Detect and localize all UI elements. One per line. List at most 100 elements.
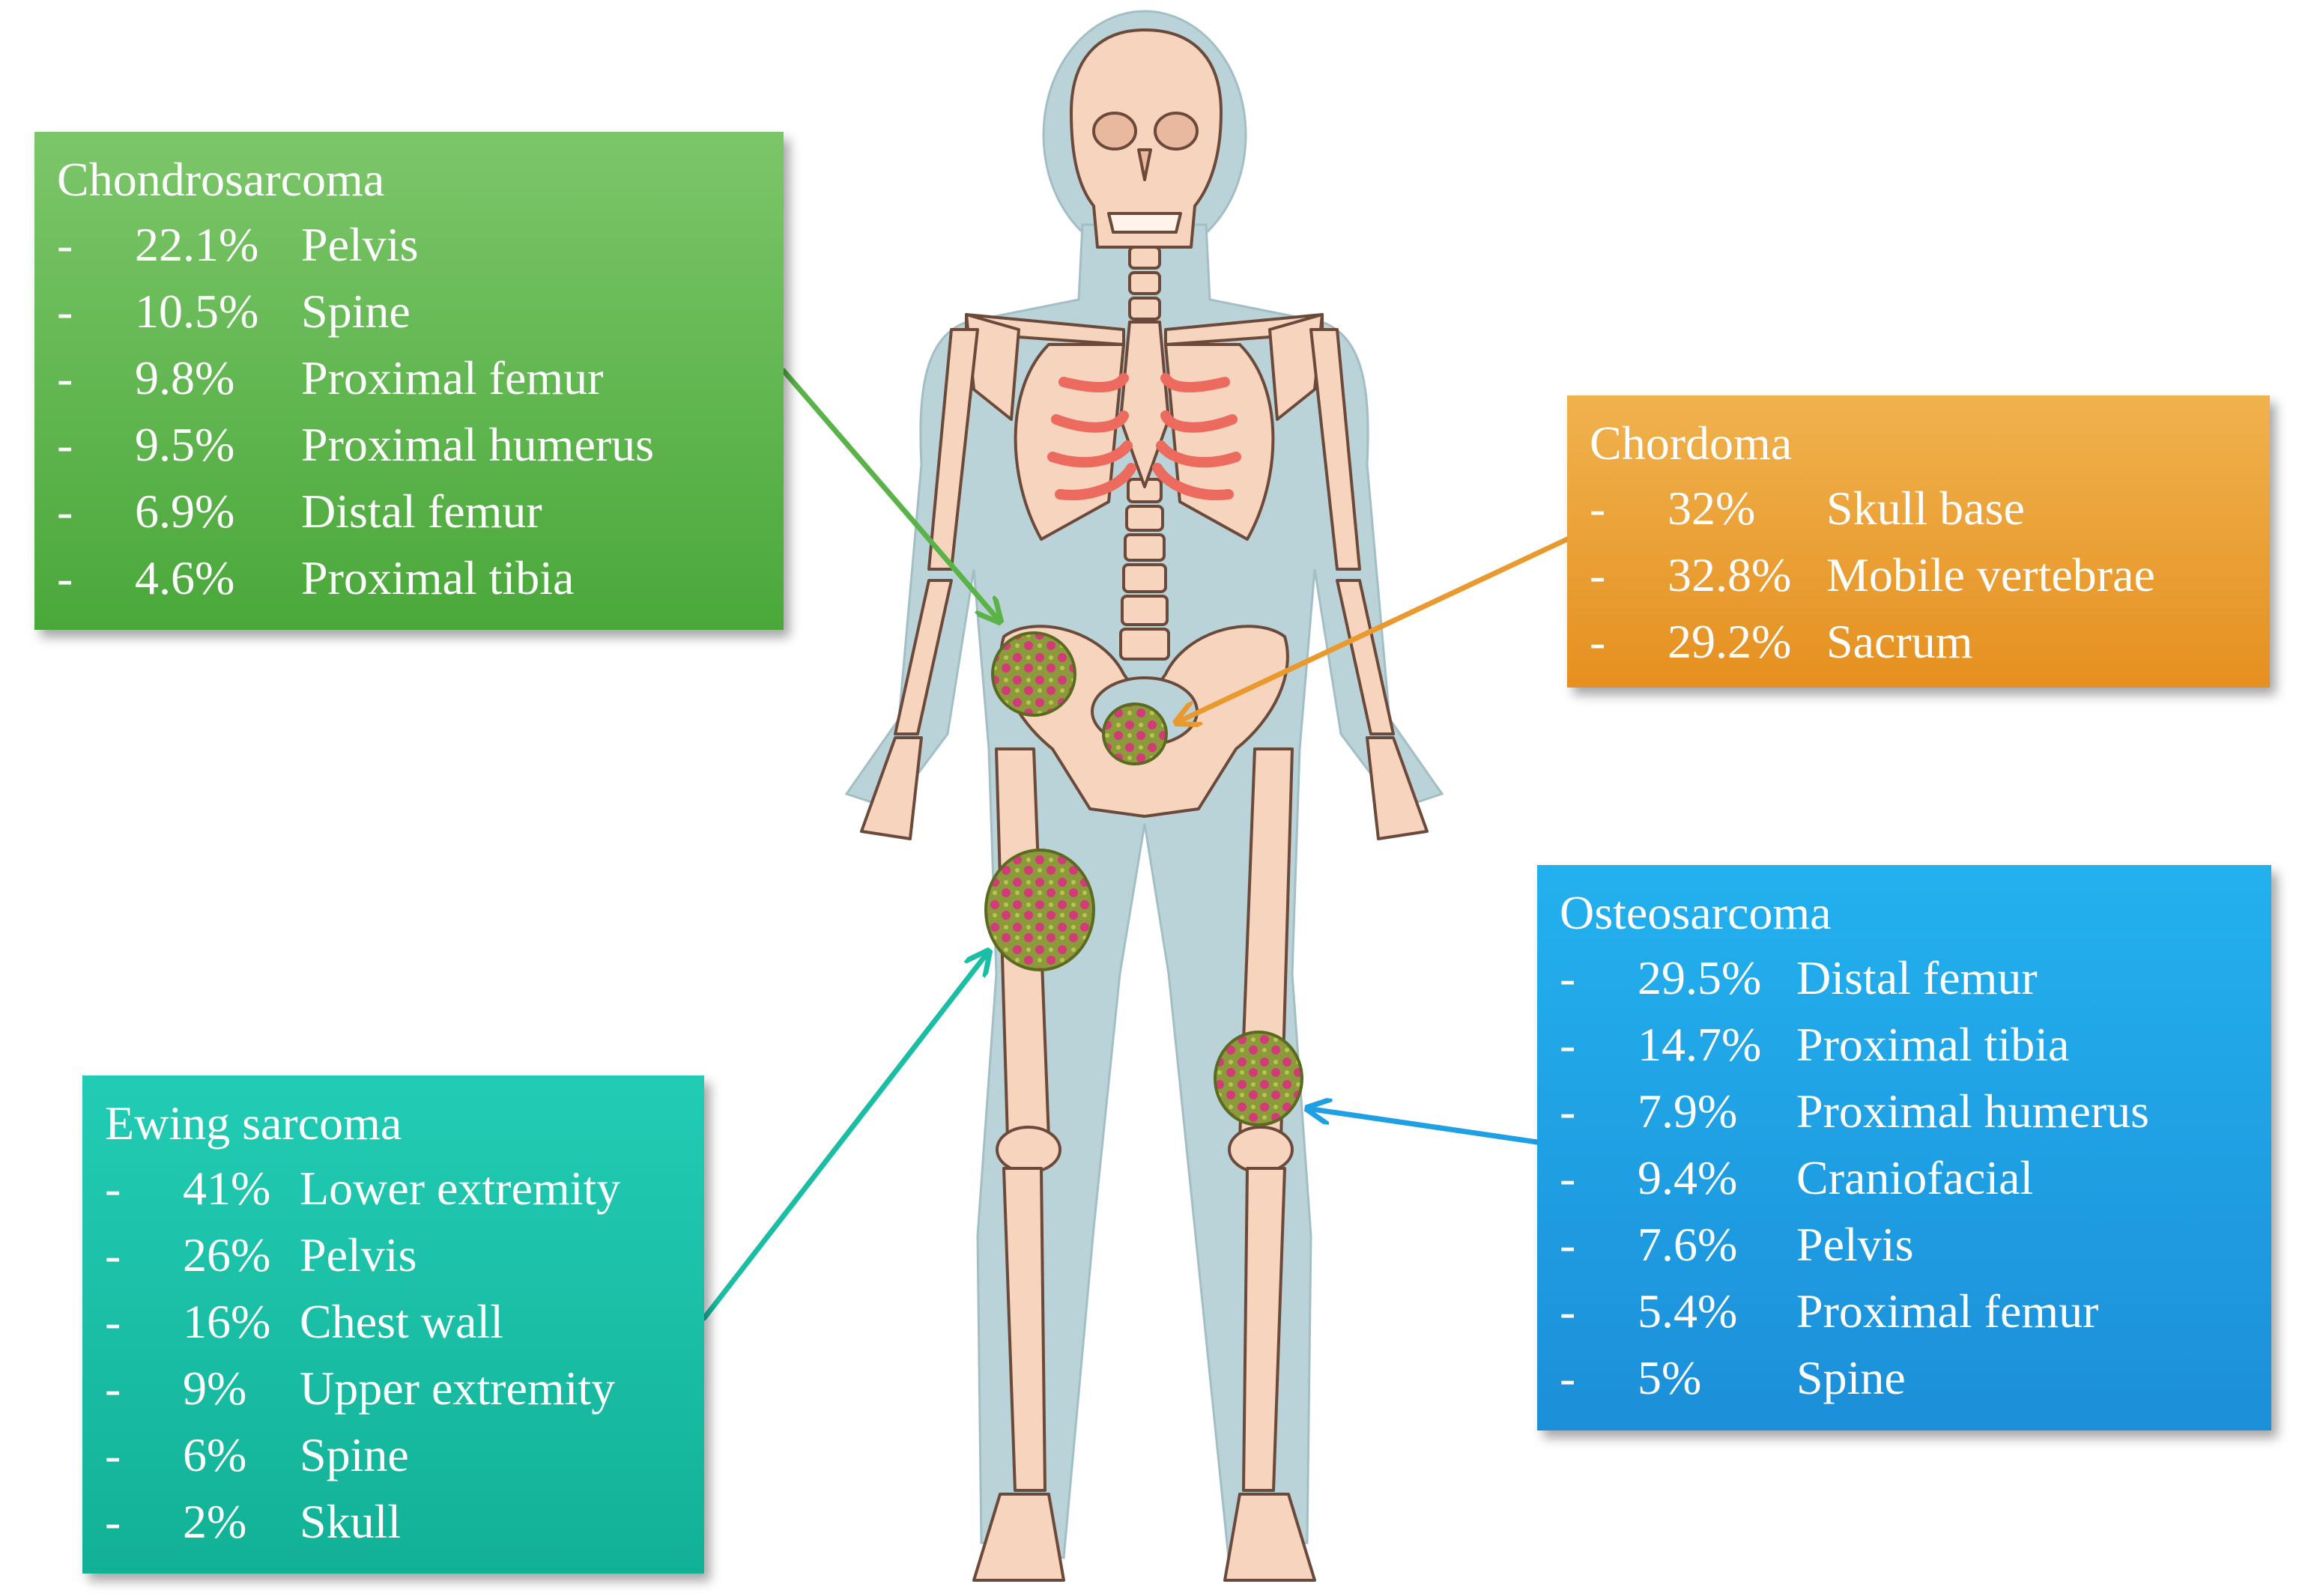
chondrosarcoma-arrow: [781, 368, 1000, 622]
left-tibia: [1002, 1167, 1047, 1492]
chondrosarcoma-tumor: [991, 631, 1076, 717]
left-foot: [972, 1493, 1065, 1582]
arrows: [701, 368, 1570, 1321]
site-label: Chest wall: [300, 1295, 503, 1348]
osteosarcoma-box: Osteosarcoma -29.5%Distal femur -14.7%Pr…: [1537, 865, 2271, 1430]
list-dash: -: [105, 1295, 121, 1348]
list-item: - 32.8% Mobile vertebrae: [1590, 541, 2247, 608]
chordoma-tumor: [1102, 703, 1168, 765]
list-item: -41%Lower extremity: [105, 1155, 682, 1222]
list-item: -9.8%Proximal femur: [57, 345, 761, 411]
list-item: -6.9%Distal femur: [57, 478, 761, 544]
list-item: - 6% Spine: [105, 1421, 682, 1488]
site-label: Skull base: [1826, 482, 2025, 535]
right-forearm: [1336, 579, 1395, 735]
right-tibia: [1242, 1167, 1286, 1492]
list-item: - 10.5% Spine: [57, 278, 761, 345]
percentage: 10.5%: [135, 285, 259, 338]
skull: [1070, 28, 1223, 249]
left-forearm: [894, 579, 953, 735]
list-item: - 22.1% Pelvis: [57, 211, 761, 278]
left-hand: [860, 736, 923, 840]
site-label: Spine: [301, 285, 411, 338]
percentage: 16%: [183, 1295, 271, 1348]
list-dash: -: [1560, 1018, 1576, 1071]
list-item: - 14.7% Proximal tibia: [1560, 1011, 2249, 1078]
site-label: Lower extremity: [300, 1162, 621, 1215]
nasal-cavity: [1137, 148, 1152, 181]
percentage: 9%: [183, 1362, 247, 1415]
list-dash: -: [1560, 1351, 1576, 1404]
right-knee: [1228, 1126, 1294, 1174]
percentage: 9.5%: [135, 418, 235, 471]
list-dash: -: [57, 551, 73, 604]
list-item: -9.5%Proximal humerus: [57, 411, 761, 478]
list-item: -7.6%Pelvis: [1560, 1211, 2249, 1278]
percentage: 14.7%: [1638, 1018, 1762, 1071]
site-label: Upper extremity: [300, 1362, 616, 1415]
site-label: Spine: [300, 1428, 409, 1481]
list-dash: -: [1590, 482, 1606, 535]
percentage: 5.4%: [1638, 1284, 1738, 1338]
list-dash: -: [105, 1495, 121, 1548]
chordoma-title: Chordoma: [1590, 416, 1793, 470]
site-label: Proximal humerus: [1796, 1084, 2150, 1138]
percentage: 6%: [183, 1428, 247, 1481]
list-dash: -: [1590, 548, 1606, 601]
costal-cartilage: [1047, 373, 1241, 500]
site-label: Distal femur: [1796, 951, 2038, 1004]
list-dash: -: [57, 285, 73, 338]
site-label: Proximal humerus: [301, 418, 655, 471]
list-item: - 9% Upper extremity: [105, 1355, 682, 1421]
right-hand: [1366, 736, 1429, 840]
site-label: Pelvis: [300, 1228, 417, 1281]
list-dash: -: [105, 1362, 121, 1415]
site-label: Proximal femur: [301, 351, 604, 404]
list-dash: -: [1560, 951, 1576, 1004]
list-dash: -: [105, 1428, 121, 1481]
ewing-sarcoma-tumor: [984, 849, 1095, 971]
list-item: - 16% Chest wall: [105, 1288, 682, 1355]
site-label: Proximal tibia: [1796, 1018, 2070, 1071]
percentage: 41%: [183, 1162, 271, 1215]
site-label: Sacrum: [1826, 615, 1973, 668]
list-item: - 9.4% Craniofacial: [1560, 1144, 2249, 1211]
percentage: 9.4%: [1638, 1151, 1738, 1204]
list-item: -5%Spine: [1560, 1344, 2249, 1411]
right-foot: [1223, 1493, 1316, 1582]
list-item: - 29.2% Sacrum: [1590, 608, 2247, 675]
site-label: Craniofacial: [1796, 1151, 2034, 1204]
ewing-sarcoma-title: Ewing sarcoma: [105, 1096, 402, 1150]
site-label: Pelvis: [301, 218, 419, 271]
list-dash: -: [105, 1228, 121, 1281]
site-label: Skull: [300, 1495, 402, 1548]
percentage: 32%: [1668, 482, 1756, 535]
percentage: 7.6%: [1638, 1218, 1738, 1271]
percentage: 4.6%: [135, 551, 235, 604]
list-item: -26%Pelvis: [105, 1222, 682, 1288]
list-dash: -: [57, 218, 73, 271]
ewing-sarcoma-box: Ewing sarcoma - 41% Lower extremity -26%Pe…: [82, 1075, 704, 1574]
site-label: Proximal femur: [1796, 1284, 2099, 1338]
percentage: 32.8%: [1668, 548, 1792, 601]
list-dash: -: [1560, 1284, 1576, 1338]
list-dash: -: [1560, 1151, 1576, 1204]
percentage: 7.9%: [1638, 1084, 1738, 1138]
list-item: -2%Skull: [105, 1488, 682, 1555]
right-eye-socket: [1154, 112, 1199, 151]
spine: [1119, 246, 1170, 661]
site-label: Proximal tibia: [301, 551, 575, 604]
percentage: 5%: [1638, 1351, 1702, 1404]
percentage: 6.9%: [135, 485, 235, 538]
right-humerus: [1309, 328, 1361, 571]
list-dash: -: [1590, 615, 1606, 668]
percentage: 22.1%: [135, 218, 259, 271]
ewing-sarcoma-arrow: [701, 951, 989, 1321]
percentage: 29.2%: [1668, 615, 1792, 668]
skeleton: [860, 28, 1429, 1582]
site-label: Mobile vertebrae: [1826, 548, 2155, 601]
osteosarcoma-title: Osteosarcoma: [1560, 886, 1832, 939]
list-item: -7.9%Proximal humerus: [1560, 1078, 2249, 1144]
